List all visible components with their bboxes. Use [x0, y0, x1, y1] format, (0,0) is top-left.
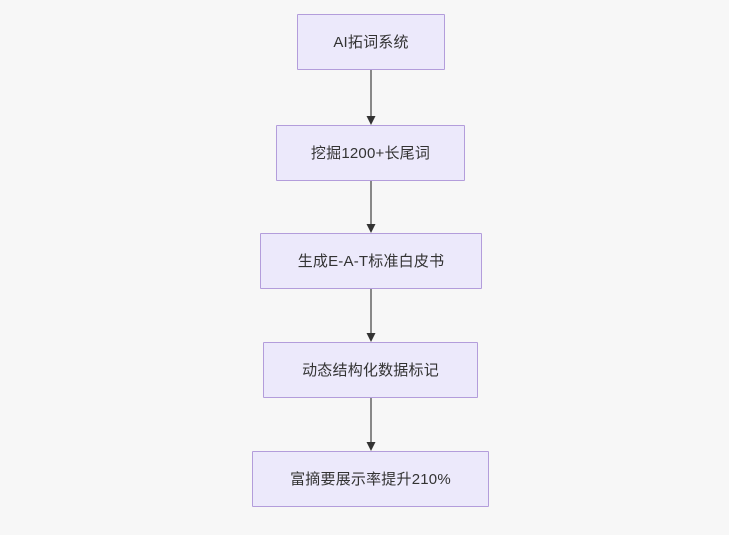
flow-node-label: 动态结构化数据标记	[302, 361, 439, 379]
flow-node-label: 生成E-A-T标准白皮书	[297, 252, 445, 270]
flow-arrow	[362, 181, 380, 233]
arrowhead-icon	[366, 224, 376, 233]
flow-arrow	[362, 289, 380, 342]
flow-node-n3[interactable]: 生成E-A-T标准白皮书	[260, 233, 482, 289]
flow-node-label: AI拓词系统	[333, 33, 409, 51]
flow-node-label: 富摘要展示率提升210%	[290, 470, 451, 488]
arrowhead-icon	[366, 116, 376, 125]
arrowhead-icon	[366, 442, 376, 451]
flow-arrow	[362, 398, 380, 451]
flow-node-n5[interactable]: 富摘要展示率提升210%	[252, 451, 489, 507]
flow-node-n2[interactable]: 挖掘1200+长尾词	[276, 125, 465, 181]
flow-arrow	[362, 70, 380, 125]
flow-node-n1[interactable]: AI拓词系统	[297, 14, 445, 70]
flow-node-label: 挖掘1200+长尾词	[310, 144, 431, 162]
arrowhead-icon	[366, 333, 376, 342]
flow-node-n4[interactable]: 动态结构化数据标记	[263, 342, 478, 398]
